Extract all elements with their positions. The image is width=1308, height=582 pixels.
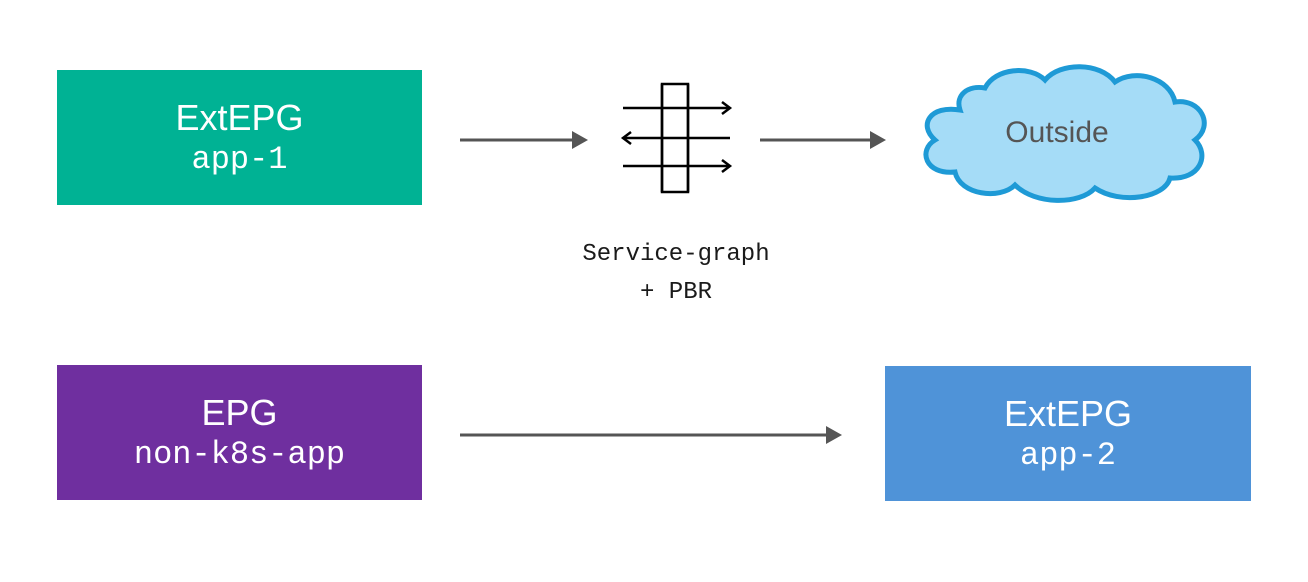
outside-label: Outside <box>1005 116 1108 149</box>
service-graph-label-line1: Service-graph <box>582 241 770 268</box>
arrow-service-graph-to-outside <box>760 131 886 149</box>
extepg-app-1-node[interactable]: ExtEPG app-1 <box>57 70 422 205</box>
outside-cloud[interactable]: Outside <box>923 64 1207 203</box>
arrow-app1-to-service-graph <box>460 131 588 149</box>
node-subtitle: app-2 <box>1019 436 1116 474</box>
extepg-app-2-node[interactable]: ExtEPG app-2 <box>885 366 1251 501</box>
node-subtitle: app-1 <box>191 140 288 178</box>
epg-non-k8s-app-node[interactable]: EPG non-k8s-app <box>57 365 422 500</box>
service-graph-label-line2: + PBR <box>639 279 712 306</box>
node-title: ExtEPG <box>175 96 304 138</box>
arrow-non-k8s-to-app2 <box>460 426 842 444</box>
service-graph-label: Service-graph + PBR <box>526 236 826 312</box>
node-title: EPG <box>201 391 278 433</box>
service-graph-icon[interactable] <box>620 82 733 194</box>
node-title: ExtEPG <box>1003 392 1133 434</box>
cloud-icon <box>923 64 1207 203</box>
node-subtitle: non-k8s-app <box>133 435 346 473</box>
